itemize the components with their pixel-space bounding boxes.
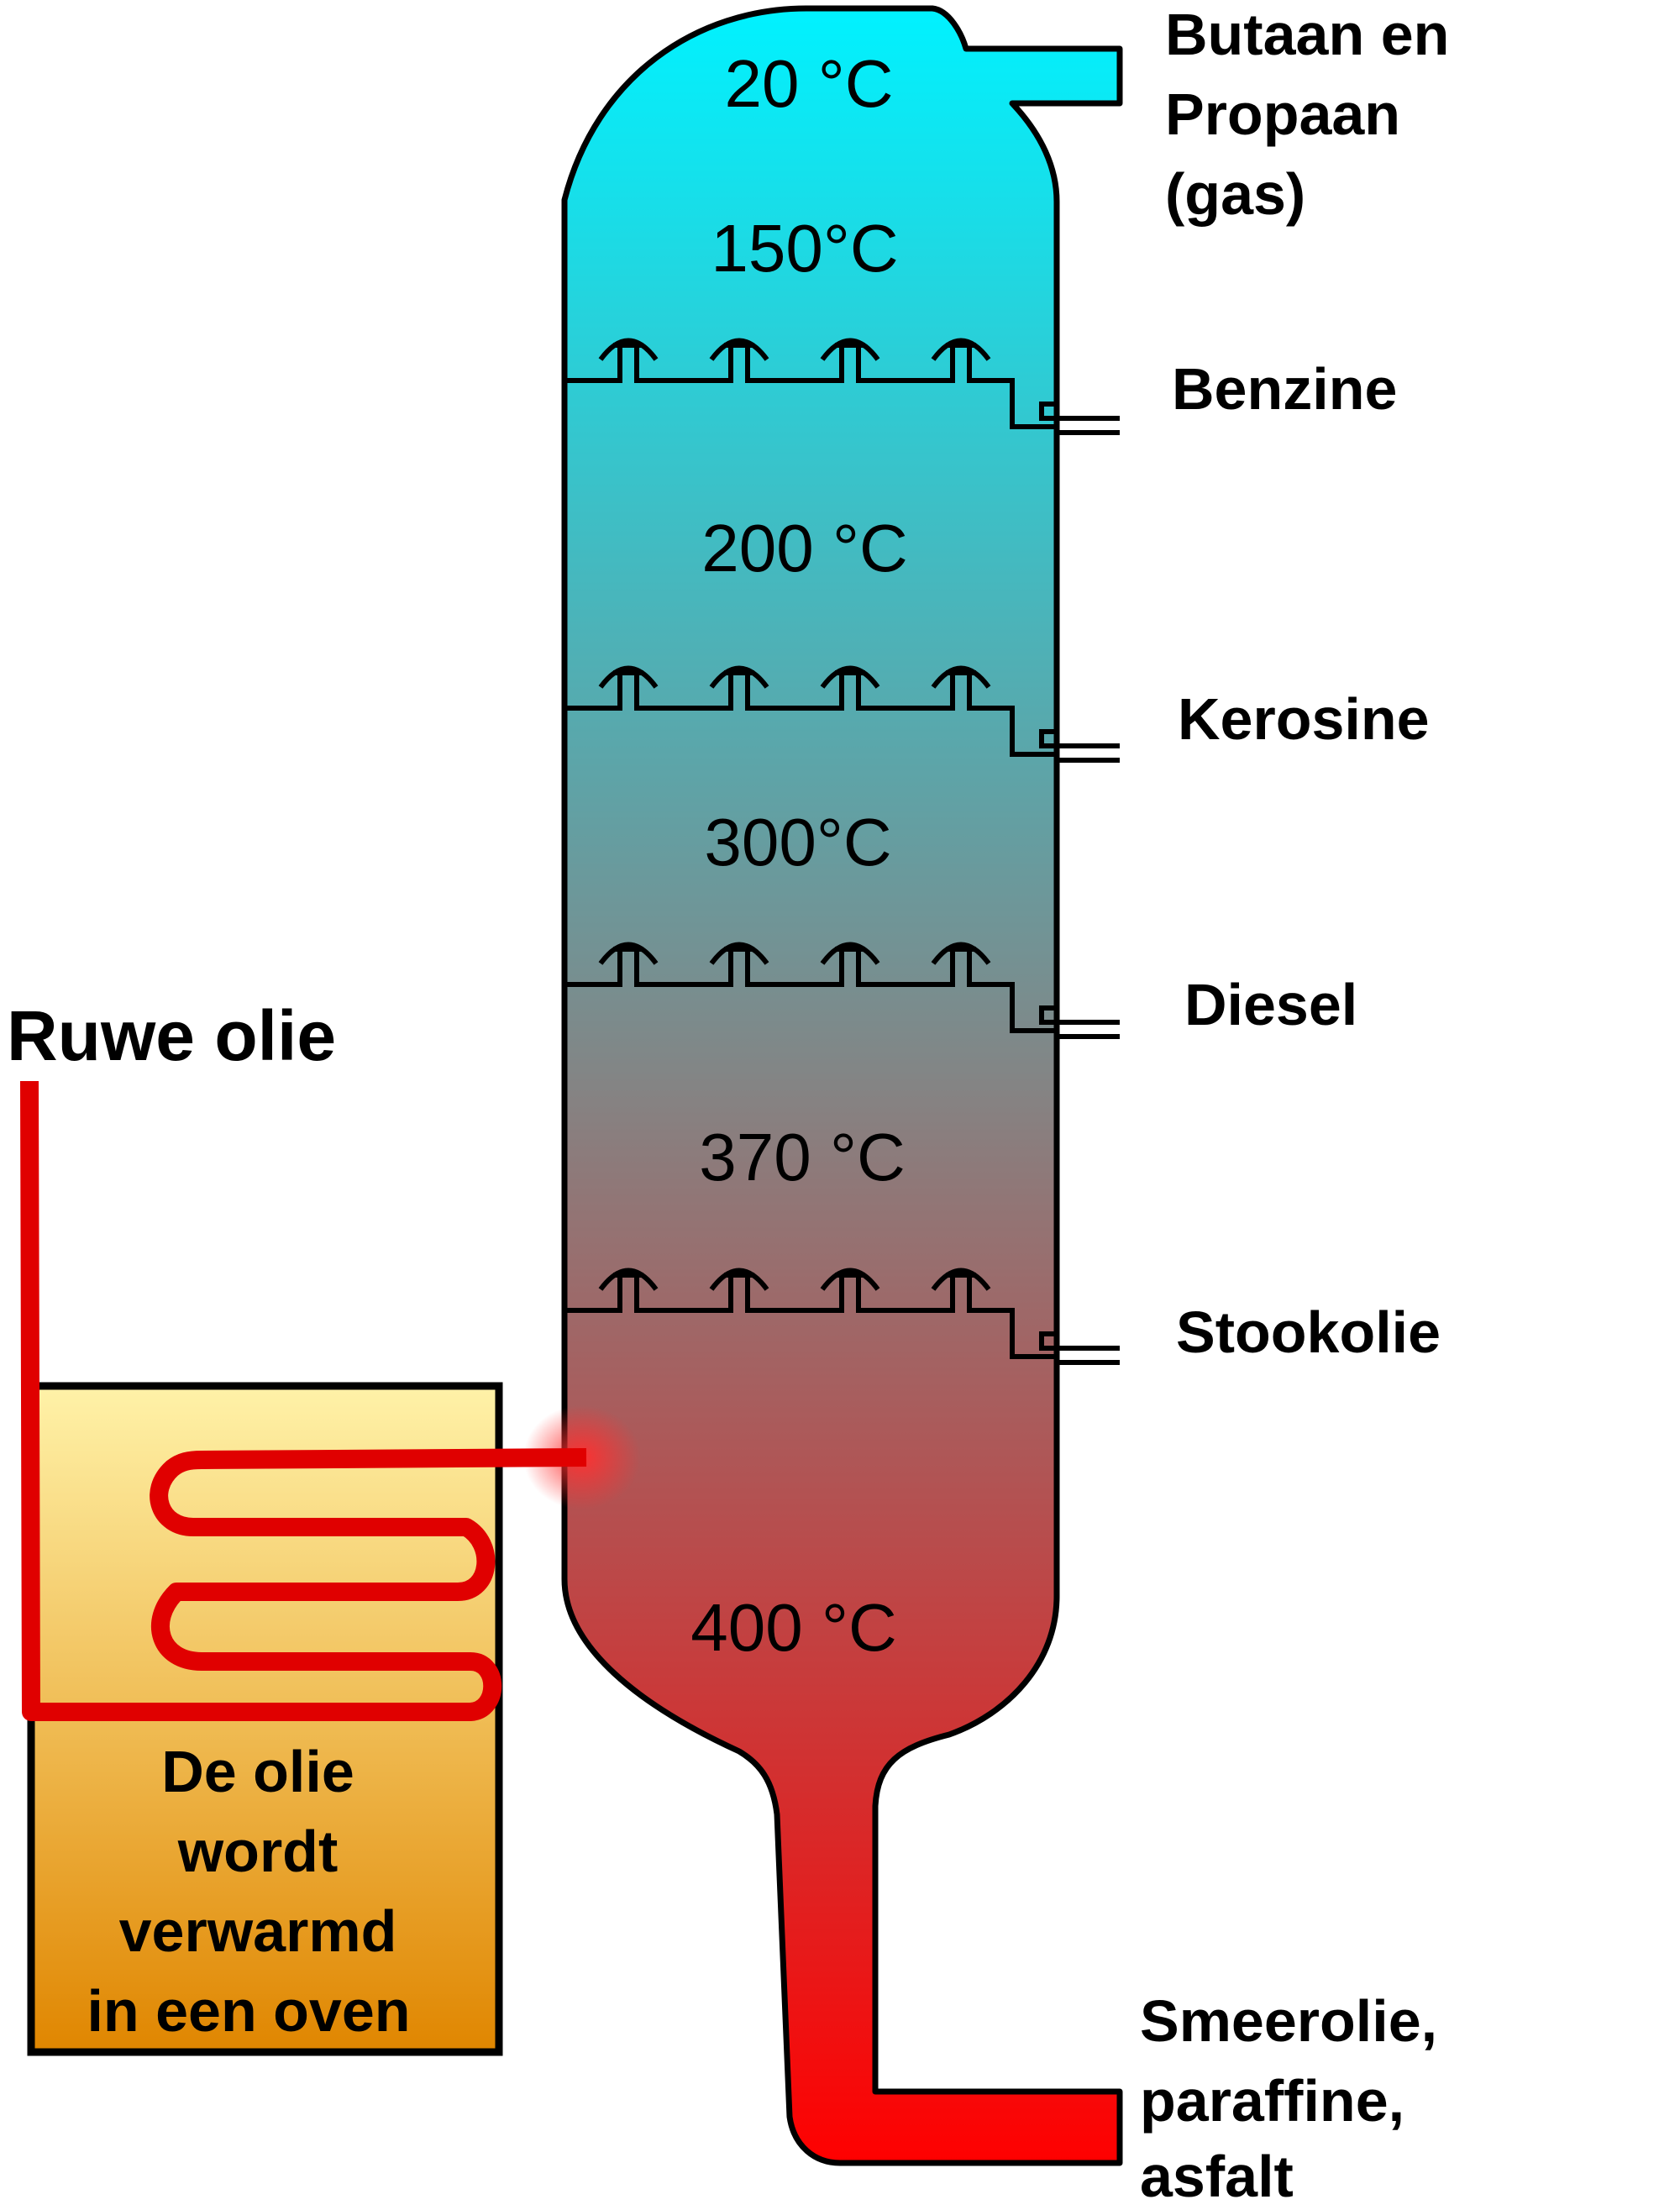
temp-label-150: 150°C (711, 211, 898, 286)
bubble-cap (709, 665, 769, 689)
bubble-cap (598, 338, 659, 361)
product-stookolie: Stookolie (1176, 1299, 1441, 1365)
tray-plate (567, 347, 1057, 429)
oven-label-line-4: in een oven (87, 1978, 410, 2044)
bubble-cap (598, 1268, 659, 1291)
bubble-cap (931, 942, 991, 965)
bubble-cap (931, 338, 991, 361)
product-labels: Butaan en Propaan (gas) Benzine Kerosine… (1140, 2, 1449, 2209)
oven-labels: De olie wordt verwarmd in een oven (87, 1739, 410, 2044)
temp-label-300: 300°C (704, 805, 891, 879)
tray-kerosine (567, 665, 1120, 763)
oven-label-line-3: verwarmd (119, 1898, 397, 1964)
product-gas-line-3: (gas) (1165, 161, 1305, 227)
product-diesel: Diesel (1184, 972, 1357, 1037)
tray-plate (567, 1277, 1057, 1359)
trays (567, 338, 1120, 1365)
product-benzine: Benzine (1172, 356, 1397, 422)
bubble-cap (709, 338, 769, 361)
bubble-cap (598, 942, 659, 965)
product-gas-line-2: Propaan (1165, 81, 1400, 147)
product-residue-line-1: Smeerolie, (1140, 1988, 1437, 2054)
crude-oil-label: Ruwe olie (7, 996, 336, 1075)
bubble-cap (820, 665, 880, 689)
crude-oil-pipe (20, 1080, 587, 1721)
temp-label-200: 200 °C (701, 511, 907, 585)
bubble-cap (709, 1268, 769, 1291)
distillation-column (561, 5, 1123, 2166)
side-draw-outlet (1039, 402, 1120, 435)
oven-label-line-1: De olie (161, 1739, 354, 1804)
tray-plate (567, 951, 1057, 1033)
temp-label-top: 20 °C (725, 46, 894, 121)
oven-label-line-2: wordt (177, 1819, 339, 1884)
bubble-cap (931, 1268, 991, 1291)
temp-label-370: 370 °C (699, 1120, 905, 1194)
temperature-labels: 20 °C 150°C 200 °C 300°C 370 °C 400 °C (690, 46, 907, 1665)
side-draw-outlet (1039, 729, 1120, 763)
tray-diesel (567, 942, 1120, 1039)
side-draw-outlet (1039, 1331, 1120, 1365)
bubble-cap (820, 338, 880, 361)
temp-label-400: 400 °C (690, 1590, 896, 1665)
tray-stookolie (567, 1268, 1120, 1365)
tray-plate (567, 675, 1057, 757)
product-residue-line-3: asfalt (1140, 2144, 1294, 2209)
bubble-cap (598, 665, 659, 689)
product-residue-line-2: paraffine, (1140, 2068, 1404, 2134)
bubble-cap (709, 942, 769, 965)
bubble-cap (820, 1268, 880, 1291)
product-kerosine: Kerosine (1178, 686, 1430, 752)
side-draw-outlet (1039, 1005, 1120, 1039)
bubble-cap (820, 942, 880, 965)
tray-benzine (567, 338, 1120, 435)
bubble-cap (931, 665, 991, 689)
product-gas-line-1: Butaan en (1165, 2, 1449, 67)
